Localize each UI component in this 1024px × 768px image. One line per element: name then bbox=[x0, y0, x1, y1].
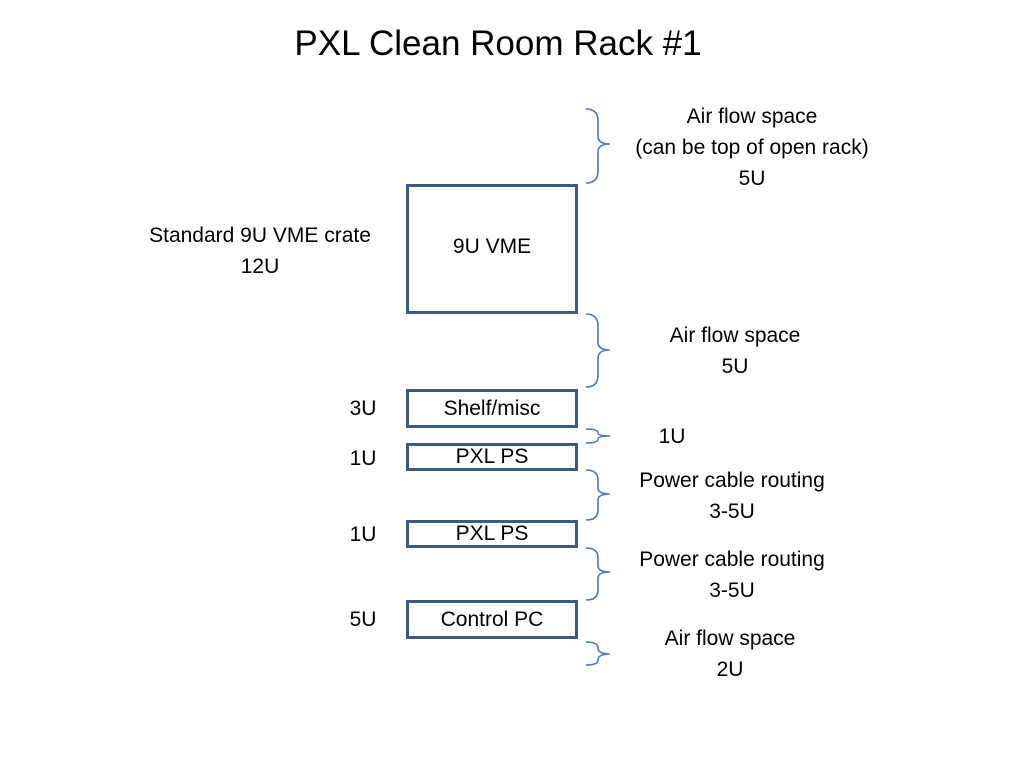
shelf-box: Shelf/misc bbox=[406, 389, 578, 428]
gap-1u-label: 1U bbox=[658, 425, 686, 448]
pxl-ps-1-label: PXL PS bbox=[455, 445, 529, 468]
brace-cable-2 bbox=[585, 547, 611, 601]
brace-gap-1u bbox=[585, 428, 611, 444]
pxl-ps-1-size-label: 1U bbox=[349, 447, 377, 470]
vme-crate-label: 9U VME bbox=[452, 235, 532, 258]
pxl-ps-1-box: PXL PS bbox=[406, 443, 578, 471]
vme-crate-box: 9U VME bbox=[406, 184, 578, 314]
control-pc-label: Control PC bbox=[440, 607, 544, 631]
shelf-label: Shelf/misc bbox=[443, 396, 541, 420]
pxl-ps-2-label: PXL PS bbox=[455, 522, 529, 545]
page-title: PXL Clean Room Rack #1 bbox=[294, 24, 702, 63]
vme-crate-size-label: Standard 9U VME crate 12U bbox=[149, 224, 371, 278]
shelf-size-label: 3U bbox=[349, 397, 377, 420]
control-pc-box: Control PC bbox=[406, 600, 578, 639]
pxl-ps-2-box: PXL PS bbox=[406, 520, 578, 548]
brace-cable-1 bbox=[585, 469, 611, 521]
pxl-ps-2-size-label: 1U bbox=[349, 523, 377, 546]
bottom-air-label: Air flow space 2U bbox=[664, 627, 796, 681]
brace-air-2 bbox=[585, 313, 611, 388]
cable-2-label: Power cable routing 3-5U bbox=[639, 548, 825, 602]
cable-1-label: Power cable routing 3-5U bbox=[639, 469, 825, 523]
top-air-label: Air flow space (can be top of open rack)… bbox=[635, 105, 869, 190]
control-pc-size-label: 5U bbox=[349, 608, 377, 631]
brace-top-air bbox=[585, 108, 611, 184]
brace-bottom-air bbox=[585, 641, 611, 666]
air-2-label: Air flow space 5U bbox=[669, 324, 801, 378]
